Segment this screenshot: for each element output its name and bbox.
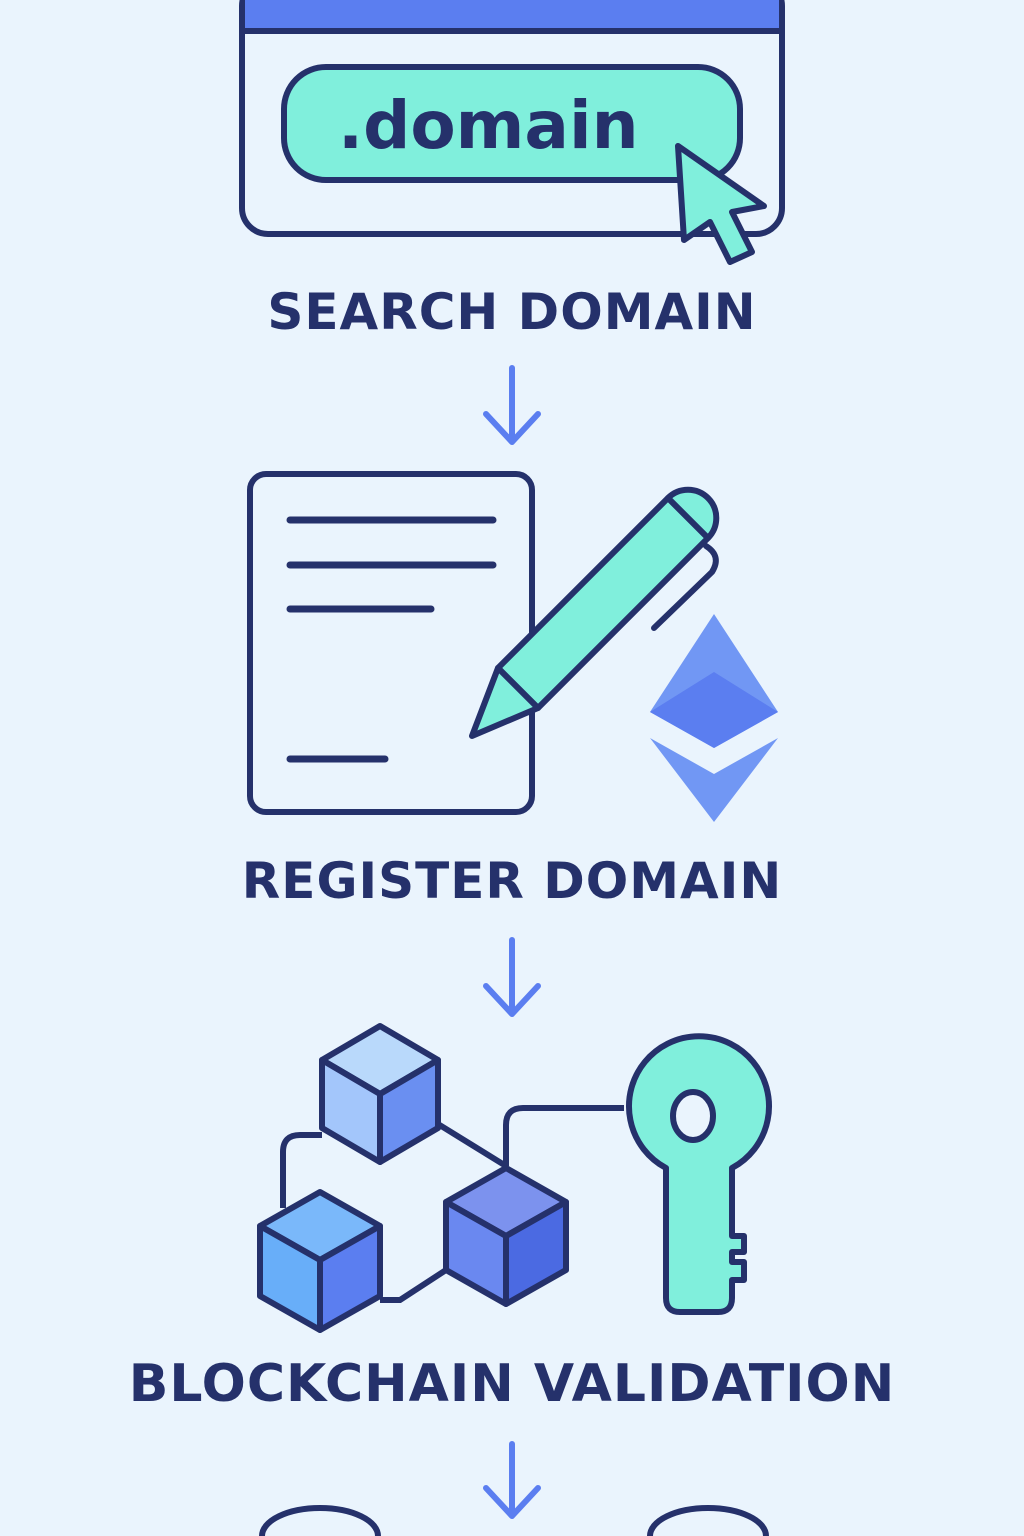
- ethereum-icon: [650, 614, 778, 822]
- step-label-register-domain: REGISTER DOMAIN: [241, 852, 783, 910]
- cursor-icon: [675, 143, 767, 265]
- step-label-search-domain: SEARCH DOMAIN: [267, 283, 757, 341]
- cube-icon: [319, 1023, 441, 1165]
- next-step-icons: [259, 1505, 769, 1536]
- key-icon: [626, 1033, 772, 1315]
- search-field: [281, 64, 743, 183]
- cube-icon: [443, 1165, 569, 1307]
- blockchain-key-icon: [257, 1023, 772, 1333]
- pen-icon: [469, 486, 720, 739]
- arrow-down-icon: [483, 937, 541, 1017]
- step-label-blockchain-validation: BLOCKCHAIN VALIDATION: [128, 1354, 896, 1414]
- arrow-down-icon: [483, 365, 541, 445]
- browser-search-icon: .domain: [239, 0, 785, 265]
- search-field-text: .domain: [338, 87, 639, 164]
- cube-icon: [257, 1189, 383, 1333]
- browser-top-bar: [245, 0, 779, 30]
- arrow-down-icon: [483, 1441, 541, 1519]
- document-pen-icon: [247, 471, 778, 822]
